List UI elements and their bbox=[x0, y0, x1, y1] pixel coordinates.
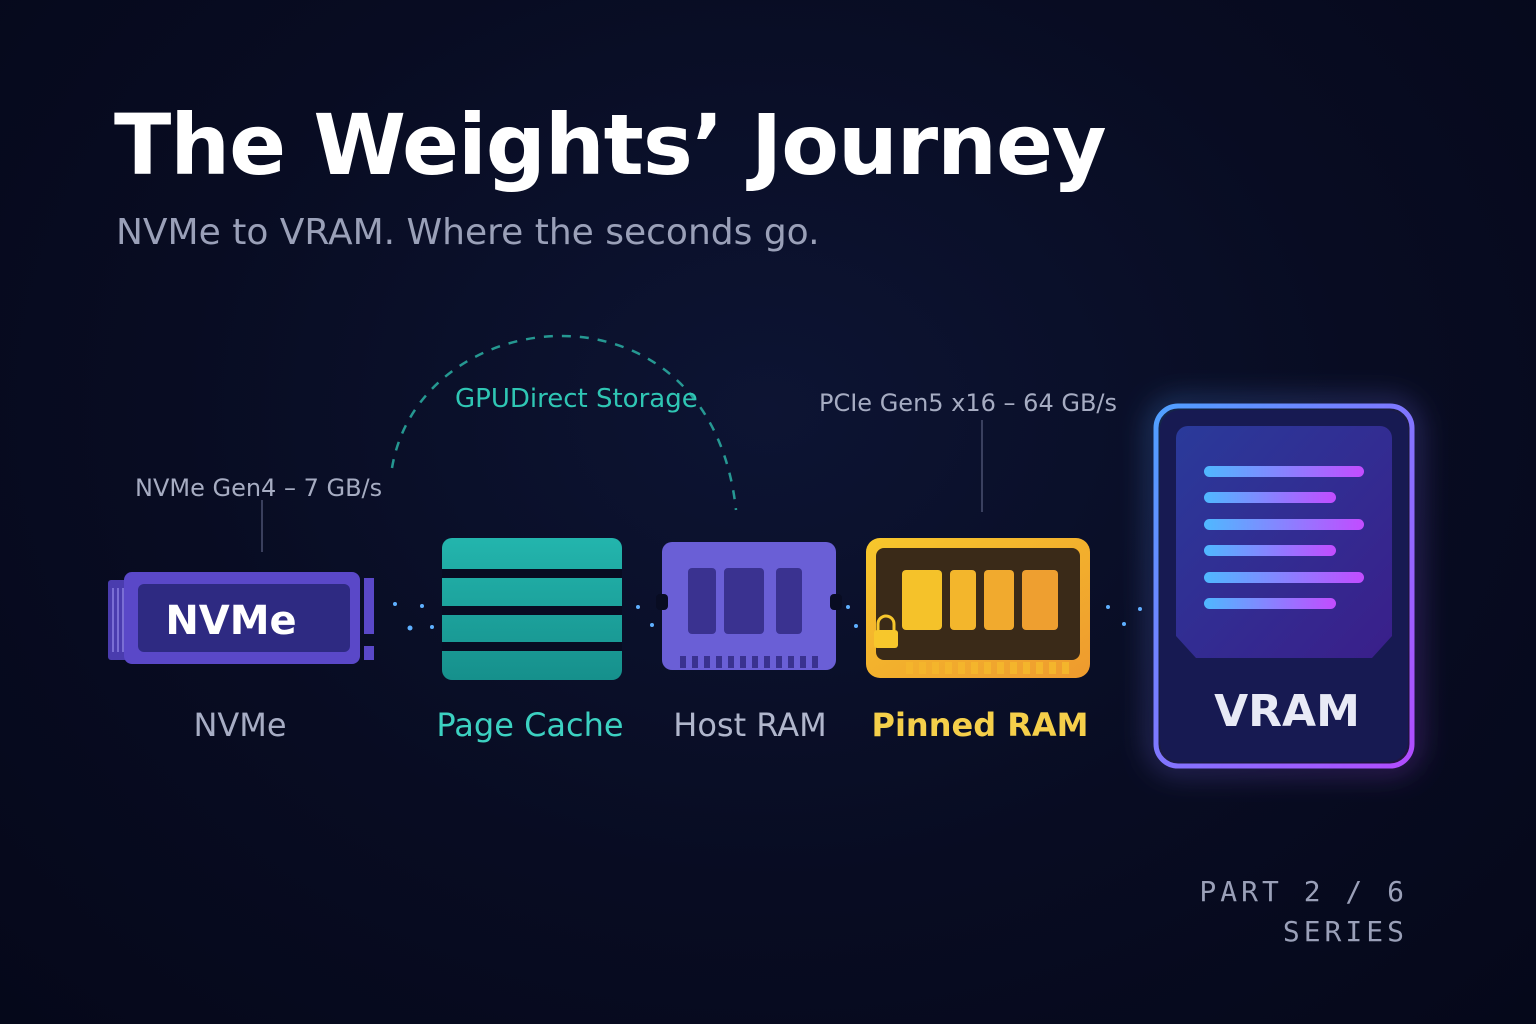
vram-label: VRAM bbox=[1214, 686, 1360, 737]
stacked-layers-icon bbox=[442, 538, 622, 680]
series-label: SERIES bbox=[1282, 915, 1408, 948]
nvme-chip-text: NVMe bbox=[165, 598, 296, 644]
pcie-bandwidth-annotation: PCIe Gen5 x16 – 64 GB/s bbox=[819, 389, 1117, 417]
stage-label-pinned-ram: Pinned RAM bbox=[871, 706, 1089, 744]
padlock-icon bbox=[874, 614, 898, 648]
series-badge: PART 2 / 6 SERIES bbox=[1180, 872, 1408, 952]
gpu-memory-card-icon bbox=[1153, 403, 1415, 769]
m2-ssd-icon bbox=[108, 572, 374, 664]
page-subtitle: NVMe to VRAM. Where the seconds go. bbox=[116, 212, 820, 253]
gpudirect-arc bbox=[390, 334, 738, 511]
stage-label-nvme: NVMe bbox=[193, 706, 287, 744]
ram-module-icon bbox=[656, 542, 842, 670]
series-part: PART 2 / 6 bbox=[1199, 875, 1408, 908]
locked-ram-module-icon bbox=[866, 538, 1090, 678]
flow-sparkles bbox=[393, 602, 1142, 631]
page-title: The Weights’ Journey bbox=[114, 96, 1107, 194]
stage-label-host-ram: Host RAM bbox=[673, 706, 827, 744]
gpudirect-storage-annotation: GPUDirect Storage bbox=[455, 384, 698, 414]
nvme-bandwidth-annotation: NVMe Gen4 – 7 GB/s bbox=[135, 474, 383, 502]
stage-label-page-cache: Page Cache bbox=[436, 706, 624, 744]
